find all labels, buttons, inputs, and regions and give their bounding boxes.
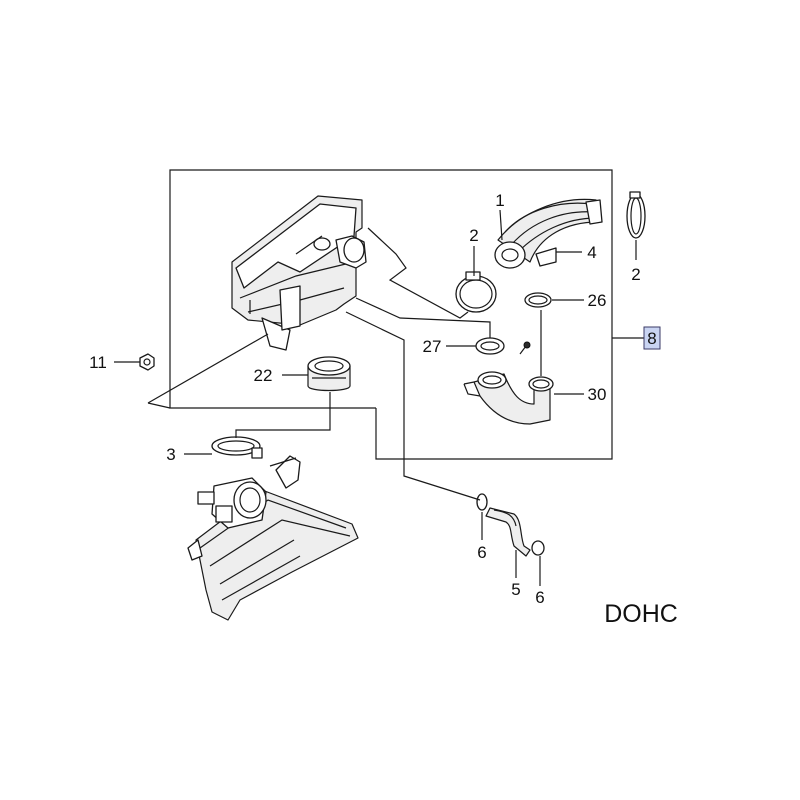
hose-clamp-6-upper (476, 493, 488, 511)
callout-27: 27 (423, 337, 442, 356)
leader-lines (114, 209, 637, 586)
callout-30: 30 (588, 385, 607, 404)
engine-variant-label: DOHC (604, 600, 678, 628)
routing-lines (147, 227, 542, 501)
callout-2-right: 2 (631, 265, 640, 284)
hose-clamp-2-left (455, 271, 497, 313)
hose-clamp-2-right (626, 191, 646, 239)
intake-hose (494, 198, 603, 269)
callout-26: 26 (588, 291, 607, 310)
air-cleaner-housing (231, 195, 367, 351)
frame-tail (147, 402, 171, 409)
breather-hose-5 (485, 507, 531, 557)
seal-ring-27 (475, 337, 505, 355)
callout-2-left: 2 (469, 226, 478, 245)
callout-3: 3 (166, 445, 175, 464)
hose-clamp-3 (211, 436, 263, 459)
screw (519, 341, 531, 355)
throttle-body (197, 477, 267, 529)
adapter-ring-22 (307, 356, 351, 392)
callout-22: 22 (254, 366, 273, 385)
hose-clamp-6-lower (531, 540, 545, 556)
callout-8: 8 (647, 329, 656, 348)
callout-11: 11 (89, 353, 107, 372)
hose-clamp-26 (524, 292, 552, 308)
callout-6-lower: 6 (535, 588, 544, 607)
callout-4: 4 (587, 243, 596, 262)
callout-6-upper: 6 (477, 543, 486, 562)
callout-8-highlight (643, 326, 661, 350)
intake-manifold (187, 455, 359, 621)
callout-1: 1 (495, 191, 504, 210)
callout-5: 5 (511, 580, 520, 599)
elbow-duct-30 (463, 371, 554, 425)
nut-11 (139, 353, 155, 371)
